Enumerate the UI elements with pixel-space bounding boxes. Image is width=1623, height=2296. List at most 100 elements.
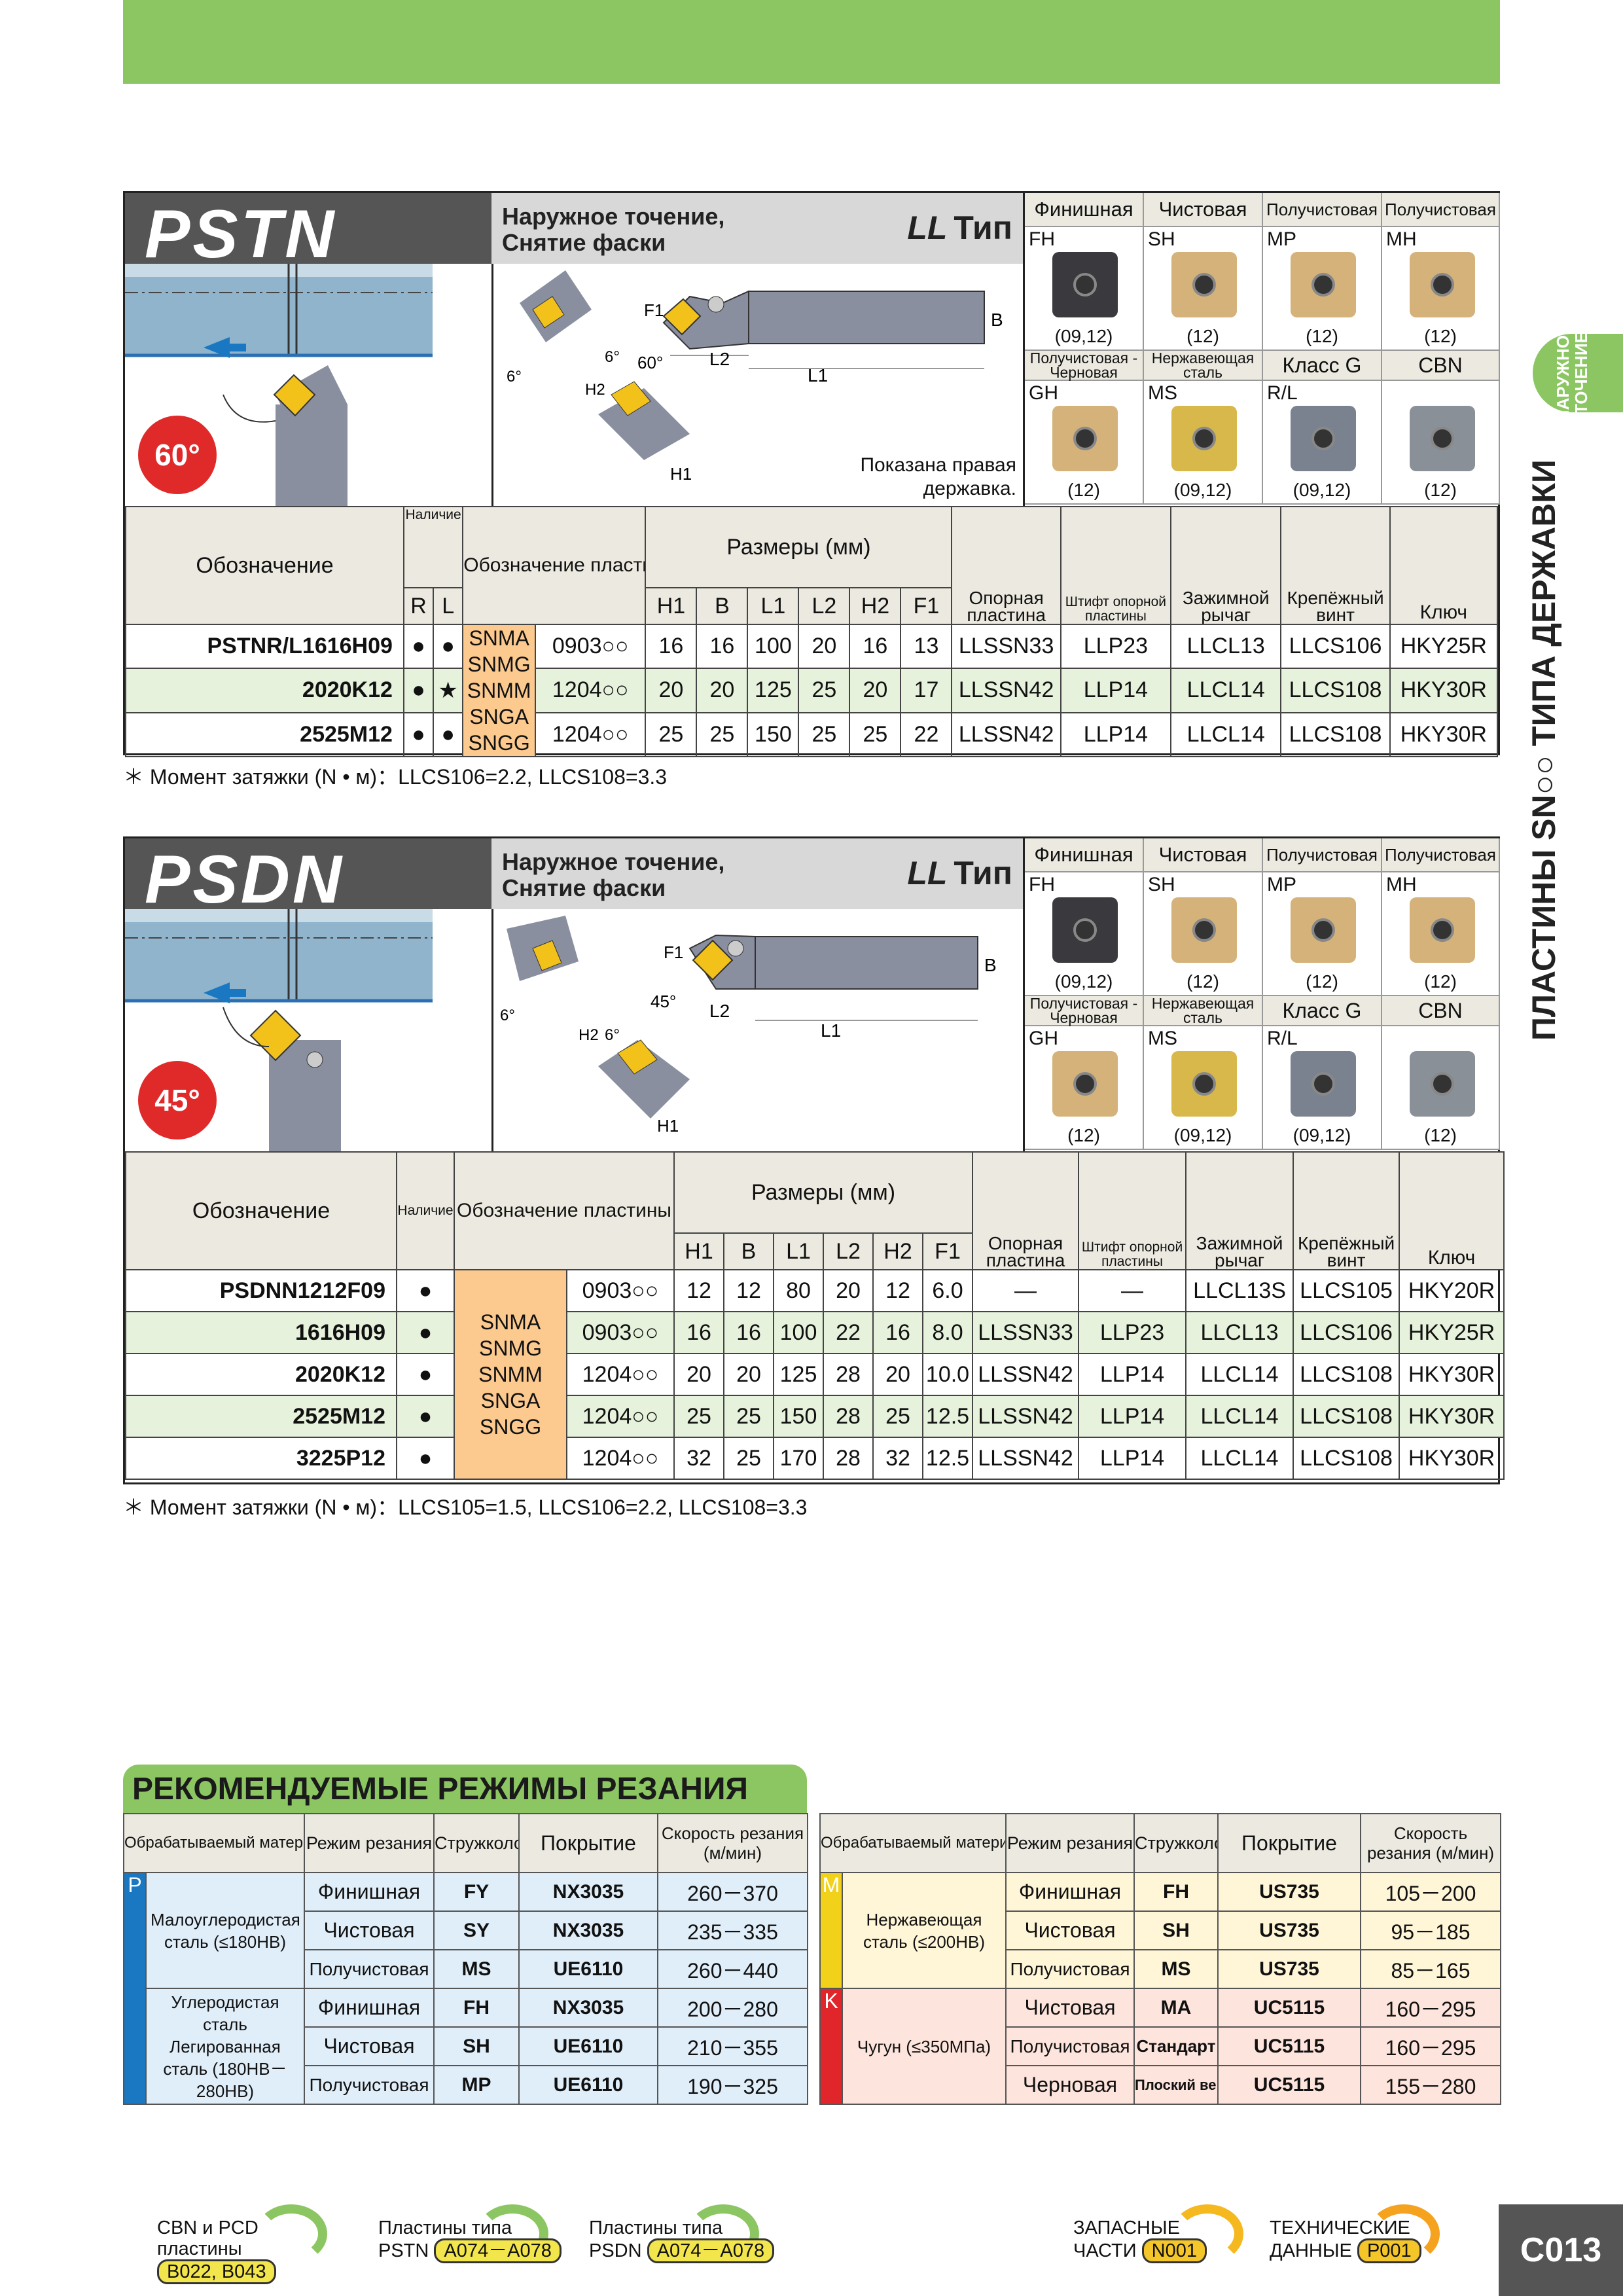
insert-image [1291, 252, 1356, 317]
coating-grade: UE6110 [518, 2065, 658, 2105]
psdn-col-h2: H2 [872, 1232, 923, 1270]
side-category-tab[interactable]: НАРУЖНОЕ ТОЧЕНИЕ [1533, 324, 1623, 422]
pstn-insert-sh-card[interactable]: SH(12) [1144, 227, 1263, 351]
chipbreaker: SH [433, 2026, 520, 2066]
col-r: R [402, 587, 435, 625]
footer-link-line1: ЗАПАСНЫЕ [1073, 2217, 1180, 2238]
pstn-insert-gh-card[interactable]: GH(12) [1025, 381, 1144, 505]
svg-text:6°: 6° [507, 368, 522, 386]
insert-sizes: (09,12) [1173, 1125, 1232, 1145]
psdn-insert-ms-card[interactable]: MS(09,12) [1144, 1026, 1263, 1150]
insert-image [1291, 1051, 1356, 1117]
h2-cell: 32 [872, 1437, 923, 1480]
psdn-insert-rl-card[interactable]: R/L(09,12) [1263, 1026, 1382, 1150]
cutting-mode: Получистовая [304, 1949, 435, 1989]
pstn-holder-drawing: 60° L2 L1 B F1 H2 6° 6° H1 [507, 270, 1003, 484]
h1-cell: 25 [673, 1395, 724, 1438]
pstn-insert-mp-card[interactable]: MP(12) [1263, 227, 1382, 351]
footer-page-ref[interactable]: A074－A078 [647, 2238, 775, 2263]
pstn-insert-head-3: Получистовая [1263, 193, 1382, 227]
clamp-cell: LLCL14 [1185, 1437, 1294, 1480]
avail-l: ★ [433, 668, 464, 713]
pstn-torque-note: ＊ Момент затяжки (N • м)：LLCS106=2.2, LL… [123, 765, 668, 789]
insert-hole-icon [1192, 1072, 1216, 1096]
pstn-insert-rl-card[interactable]: R/L(09,12) [1263, 381, 1382, 505]
psdn-col-dimensions: Размеры (мм) [673, 1151, 974, 1234]
psdn-col-shim-pin: Штифт опорной пластины [1078, 1151, 1187, 1270]
col-l1: L1 [747, 587, 800, 625]
clamp-cell: LLCL14 [1185, 1353, 1294, 1396]
footer-page-ref[interactable]: B022, B043 [157, 2259, 276, 2284]
b-cell: 16 [696, 623, 749, 670]
shim-cell: LLSSN42 [972, 1395, 1080, 1438]
designation-cell: PSDNN1212F09 [125, 1269, 397, 1312]
avail: ● [396, 1437, 455, 1480]
insert-code: FH [1029, 228, 1055, 250]
screw-cell: LLCS108 [1293, 1395, 1400, 1438]
coating-grade: UC5115 [1217, 2065, 1361, 2105]
key-cell: HKY30R [1399, 1437, 1505, 1480]
psdn-col-b: B [723, 1232, 774, 1270]
insert-code: R/L [1267, 382, 1298, 404]
f1-cell: 8.0 [921, 1311, 974, 1354]
col-shim: Опорная пластина [951, 506, 1061, 625]
clamp-cell: LLCL14 [1185, 1395, 1294, 1438]
psdn-insert-mh-card[interactable]: MH(12) [1382, 872, 1500, 996]
psdn-insert-fh-card[interactable]: FH(09,12) [1025, 872, 1144, 996]
f1-cell: 6.0 [921, 1269, 974, 1312]
chipbreaker: FH [1133, 1872, 1219, 1912]
psdn-insert-gh-card[interactable]: GH(12) [1025, 1026, 1144, 1150]
pstn-insert-cbn-card[interactable]: (12) [1382, 381, 1500, 505]
designation-cell: 2525M12 [125, 1395, 397, 1438]
psdn-col-insert-designation: Обозначение пластины [454, 1151, 675, 1270]
h1-cell: 16 [673, 1311, 724, 1354]
cutting-mode: Финишная [304, 1872, 435, 1912]
reco-head-coating: Покрытие [518, 1813, 658, 1873]
pstn-insert-head2-4: CBN [1382, 351, 1500, 381]
psdn-holder-drawing: 45° L2 L1 B F1 H2 6° 6° H1 [500, 916, 997, 1136]
col-shim-pin: Штифт опорной пластины [1060, 506, 1172, 625]
reco-head-material: Обрабатываемый материал [123, 1813, 305, 1873]
insert-size: 1204○○ [566, 1395, 675, 1438]
coating-grade: NX3035 [518, 1910, 658, 1950]
pstn-insert-mh-card[interactable]: MH(12) [1382, 227, 1500, 351]
b-cell: 16 [723, 1311, 774, 1354]
psdn-desc1: Наружное точение, [502, 848, 725, 875]
insert-sizes: (12) [1424, 971, 1457, 992]
insert-image [1410, 252, 1475, 317]
screw-cell: LLCS108 [1293, 1437, 1400, 1480]
pstn-insert-ms-card[interactable]: MS(09,12) [1144, 381, 1263, 505]
pstn-insert-fh-card[interactable]: FH(09,12) [1025, 227, 1144, 351]
psdn-insert-mp-card[interactable]: MP(12) [1263, 872, 1382, 996]
psdn-col-l1: L1 [773, 1232, 824, 1270]
cutting-mode: Чистовая [1005, 1910, 1135, 1950]
insert-sizes: (12) [1424, 480, 1457, 500]
psdn-col-screw: Крепёжный винт [1293, 1151, 1400, 1270]
chipbreaker: Стандарт [1133, 2026, 1219, 2066]
insert-hole-icon [1431, 273, 1454, 296]
pin-cell: — [1078, 1269, 1187, 1312]
key-cell: HKY30R [1399, 1353, 1505, 1396]
footer-page-ref[interactable]: A074－A078 [434, 2238, 562, 2263]
col-l: L [433, 587, 464, 625]
psdn-insert-sh-card[interactable]: SH(12) [1144, 872, 1263, 996]
insert-sizes: (12) [1424, 1125, 1457, 1145]
page-number: C013 [1499, 2204, 1623, 2296]
footer-page-ref[interactable]: P001 [1357, 2238, 1421, 2263]
svg-text:B: B [991, 310, 1003, 330]
footer-page-ref[interactable]: N001 [1141, 2238, 1207, 2263]
pstn-type: Тип [954, 209, 1012, 246]
psdn-insert-cbn-card[interactable]: (12) [1382, 1026, 1500, 1150]
insert-size: 1204○○ [566, 1353, 675, 1396]
